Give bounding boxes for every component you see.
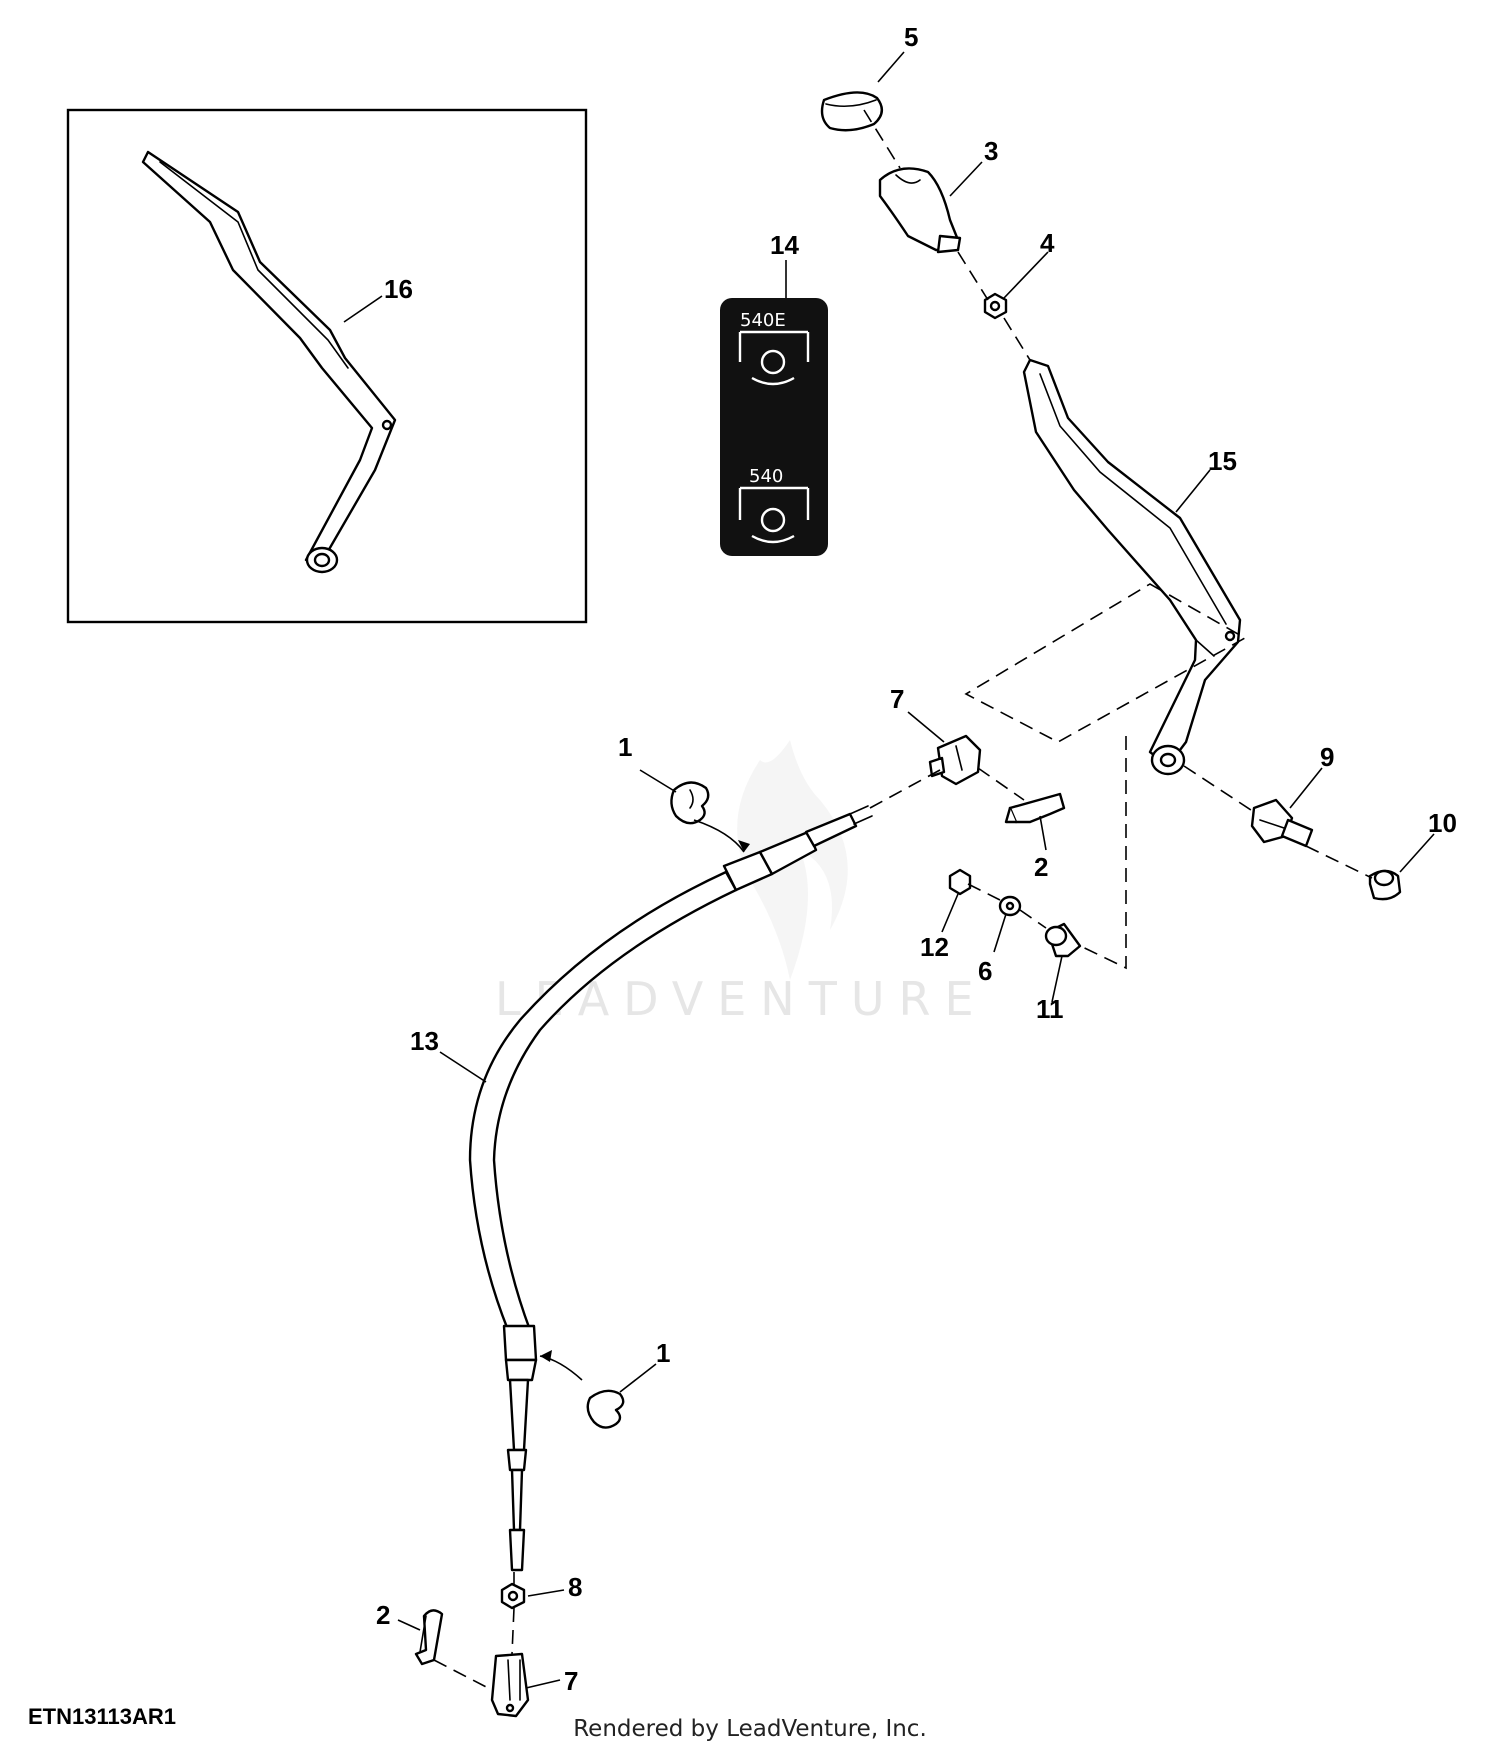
nut-4-illustration <box>983 292 1008 320</box>
clip-1-bottom-illustration <box>586 1389 625 1429</box>
callout-2-bottom: 2 <box>376 1600 390 1630</box>
callout-11: 11 <box>1036 994 1064 1024</box>
callout-12: 12 <box>920 932 949 962</box>
callout-1-top: 1 <box>618 732 632 762</box>
callout-1-bottom: 1 <box>656 1338 670 1368</box>
clip-2-bottom-illustration <box>414 1609 444 1666</box>
callout-16: 16 <box>384 274 413 304</box>
knob-3-illustration <box>878 167 962 254</box>
callout-8: 8 <box>568 1572 582 1602</box>
bolt-12-illustration <box>948 868 972 896</box>
callout-10: 10 <box>1428 808 1457 838</box>
decal-label-540e: 540E <box>740 310 786 331</box>
clevis-7-top-illustration <box>928 734 982 786</box>
nut-8-illustration <box>500 1582 526 1610</box>
callout-3: 3 <box>984 136 998 166</box>
inset-frame <box>66 108 588 624</box>
clip-2-top-illustration <box>1004 792 1066 824</box>
callout-5: 5 <box>904 22 918 52</box>
nut-10-illustration <box>1368 869 1402 901</box>
cap-5-illustration <box>820 91 883 132</box>
callout-6: 6 <box>978 956 992 986</box>
callout-7-top: 7 <box>890 684 904 714</box>
clip-1-top-illustration <box>670 781 710 825</box>
washer-6-illustration <box>998 895 1022 917</box>
callout-15: 15 <box>1208 446 1237 476</box>
stud-9-illustration <box>1250 798 1314 848</box>
footer-credit: Rendered by LeadVenture, Inc. <box>573 1716 927 1742</box>
lever-16-illustration <box>141 150 397 574</box>
decal-14 <box>720 298 828 556</box>
decal-label-540: 540 <box>749 466 783 487</box>
callout-7-bottom: 7 <box>564 1666 578 1696</box>
clevis-7-bottom-illustration <box>490 1652 530 1718</box>
cable-13-illustration <box>468 805 873 1572</box>
lever-15-illustration <box>1022 358 1242 776</box>
callout-13: 13 <box>410 1026 439 1056</box>
callout-14: 14 <box>770 230 799 260</box>
callout-4: 4 <box>1040 228 1055 258</box>
callout-9: 9 <box>1320 742 1334 772</box>
callout-2-top: 2 <box>1034 852 1048 882</box>
bushing-11-illustration <box>1044 922 1082 958</box>
figure-id: ETN13113AR1 <box>28 1704 176 1729</box>
